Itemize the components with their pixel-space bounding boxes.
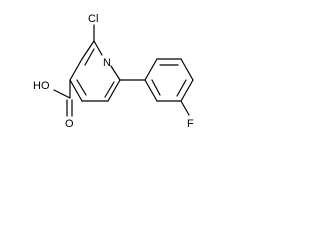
bond-c6-c5 — [107, 79, 121, 102]
bond-cooh-c-o — [53, 89, 71, 99]
bond-n-c6 — [110, 65, 121, 81]
pyridine-ring — [69, 40, 121, 102]
fluorine-label: F — [187, 118, 194, 130]
bond-c2-c3-inner — [84, 48, 95, 66]
bond-ar4-ar5-inner — [176, 79, 187, 97]
bond-c3-c2 — [69, 58, 83, 81]
carbonyl-oxygen-label: O — [65, 118, 74, 130]
bond-ar3-ar4 — [180, 58, 194, 81]
bond-ar4-ar5 — [180, 79, 194, 102]
bond-ar6-ar1-inner — [151, 79, 161, 96]
bond-c4-c3 — [69, 79, 83, 102]
hydroxyl-label: HO — [33, 80, 50, 92]
chlorine-label: Cl — [88, 13, 98, 25]
bond-ar6-ar1 — [144, 79, 158, 102]
carboxylic-acid-group: HO O — [33, 79, 74, 130]
bond-ar5-f — [180, 100, 190, 116]
structure-canvas: Cl N HO O F — [0, 0, 215, 148]
molecule-structure: Cl N HO O F — [33, 13, 194, 130]
bond-c2-n — [93, 40, 103, 56]
bond-c6-c5-inner — [104, 81, 115, 98]
nitrogen-label: N — [103, 57, 111, 69]
bond-c4-c3-inner — [76, 79, 87, 96]
bond-c3-c2-b — [81, 40, 95, 60]
bond-ar1-ar2 — [144, 58, 158, 81]
fluorophenyl-ring — [144, 58, 194, 102]
